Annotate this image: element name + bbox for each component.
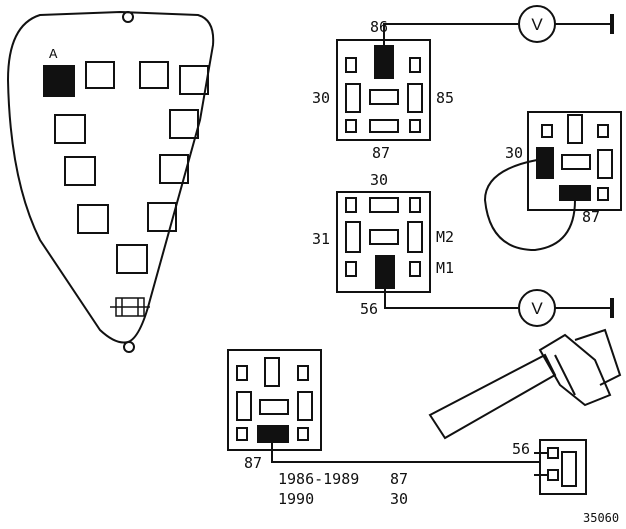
relay-middle-pin-30: 30 [370, 171, 389, 189]
meter-symbol-top: V [531, 15, 543, 34]
fuse-slot [85, 61, 115, 89]
relay-middle [336, 191, 431, 293]
switch-connector [534, 439, 587, 495]
fuse-slot [54, 114, 86, 144]
fuse-slot [169, 109, 199, 139]
relay-a [43, 65, 75, 97]
relay-top [336, 39, 431, 141]
relay-middle-pin-56: 56 [360, 300, 379, 318]
year-row2-pin: 30 [390, 490, 409, 508]
fuse-connector [110, 297, 150, 317]
relay-middle-pin-31: 31 [312, 230, 331, 248]
year-row1-years: 1986-1989 [278, 470, 360, 488]
fuse-slot [159, 154, 189, 184]
relay-top-pin-87: 87 [372, 144, 391, 162]
year-row2-years: 1990 [278, 490, 315, 508]
relay-top-pin-30: 30 [312, 89, 331, 107]
fuse-slot [116, 244, 148, 274]
relay-bottom-pin-87: 87 [244, 454, 263, 472]
relay-middle-pin-m1: M1 [436, 259, 455, 277]
relay-top-pin-86: 86 [370, 18, 389, 36]
switch-pin-56: 56 [512, 440, 531, 458]
relay-middle-pin-m2: M2 [436, 228, 455, 246]
relay-right-pin-87: 87 [582, 208, 601, 226]
meter-symbol-middle: V [531, 299, 543, 318]
fuse-slot [179, 65, 209, 95]
year-row1-pin: 87 [390, 470, 409, 488]
relay-a-label: A [49, 47, 58, 63]
fuse-box [6, 10, 215, 353]
relay-bottom [227, 349, 322, 451]
relay-right [527, 111, 622, 211]
stalk-switch [428, 328, 622, 440]
relay-right-pin-30: 30 [505, 144, 524, 162]
fuse-slot [139, 61, 169, 89]
fuse-slot [77, 204, 109, 234]
fuse-slot [147, 202, 177, 232]
fuse-slot [64, 156, 96, 186]
figure-number: 35060 [583, 511, 620, 525]
relay-top-pin-85: 85 [436, 89, 455, 107]
